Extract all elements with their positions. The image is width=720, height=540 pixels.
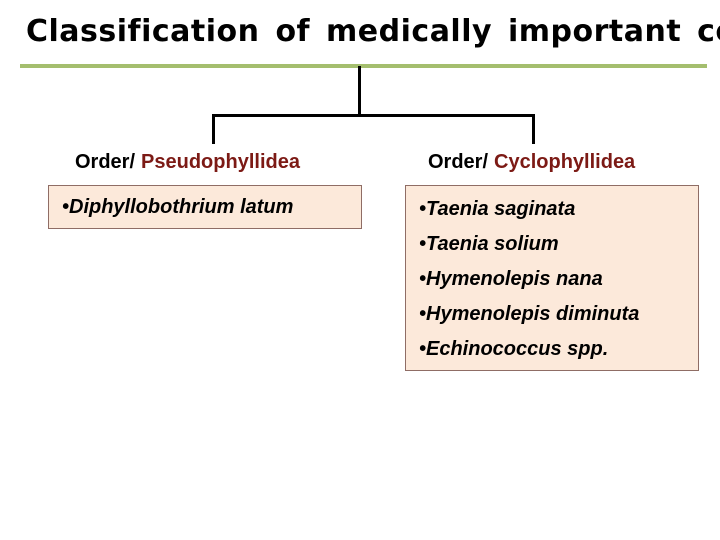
left-order-label: Order/Pseudophyllidea: [75, 151, 300, 174]
left-order-prefix: Order/: [75, 151, 136, 173]
title-underline-rule: [20, 64, 707, 68]
tree-left-drop-line: [212, 114, 215, 144]
tree-right-drop-line: [532, 114, 535, 144]
list-item: •Hymenolepis diminuta: [419, 303, 640, 325]
list-item: •Diphyllobothrium latum: [62, 196, 294, 218]
tree-trunk-line: [358, 66, 361, 117]
right-branch-box: •Taenia saginata •Taenia solium •Hymenol…: [405, 185, 699, 371]
list-item: •Taenia saginata: [419, 198, 576, 220]
right-order-name: Cyclophyllidea: [494, 151, 636, 173]
list-item: •Taenia solium: [419, 233, 559, 255]
list-item: •Echinococcus spp.: [419, 338, 609, 360]
right-order-prefix: Order/: [428, 151, 489, 173]
left-order-name: Pseudophyllidea: [141, 151, 300, 173]
list-item: •Hymenolepis nana: [419, 268, 603, 290]
tree-branch-line: [212, 114, 535, 117]
left-branch-box: •Diphyllobothrium latum: [48, 185, 362, 229]
slide-title: Classification of medically important ce…: [26, 14, 720, 49]
right-order-label: Order/Cyclophyllidea: [428, 151, 635, 174]
